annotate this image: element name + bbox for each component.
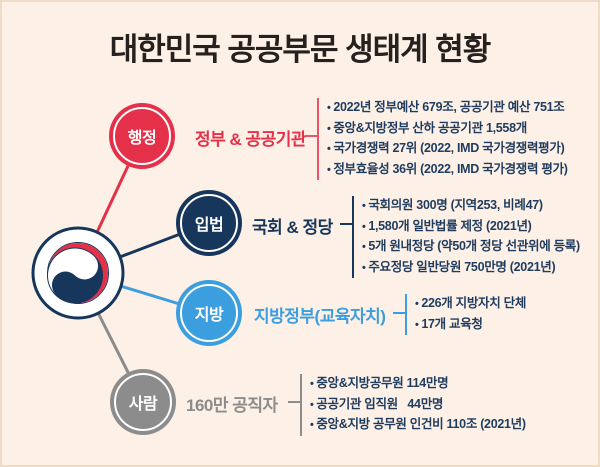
bullet-item: 중앙&지방정부 산하 공공기관 1,558개 <box>327 119 568 140</box>
node-ipbeop-label: 입법 <box>194 217 224 234</box>
bullet-item: 정부효율성 36위 (2022, IMD 국가경쟁력 평가) <box>327 160 568 181</box>
bracket-tick <box>393 312 405 314</box>
heading-jibang: 지방정부(교육자치) <box>254 307 386 326</box>
bullets-ipbeop: 국회의원 300명 (지역253, 비례47) 1,580개 일반법률 제정 (… <box>340 196 580 279</box>
bracket-tick <box>305 135 317 137</box>
bullet-item: 226개 지방자치 단체 <box>415 294 526 315</box>
bullet-item: 공공기관 임직원 44만명 <box>310 395 526 416</box>
bullets-jibang: 226개 지방자치 단체 17개 교육청 <box>393 294 526 336</box>
bullet-item: 주요정당 일반당원 750만명 (2021년) <box>362 258 580 279</box>
node-haengjeong-label: 행정 <box>127 130 157 147</box>
heading-haengjeong: 정부 & 공공기관 <box>195 130 307 149</box>
heading-saram: 160만 공직자 <box>186 396 278 415</box>
node-jibang-label: 지방 <box>194 307 224 324</box>
bullets-saram: 중앙&지방공무원 114만명 공공기관 임직원 44만명 중앙&지방 공무원 인… <box>288 374 526 436</box>
bullet-item: 국가경쟁력 27위 (2022, IMD 국가경쟁력평가) <box>327 139 568 160</box>
bullet-item: 중앙&지방 공무원 인건비 110조 (2021년) <box>310 415 526 436</box>
node-saram-label: 사람 <box>128 396 158 413</box>
bracket-tick <box>340 223 352 225</box>
bullet-item: 5개 원내정당 (약50개 정당 선관위에 등록) <box>362 237 580 258</box>
bullet-item: 국회의원 300명 (지역253, 비례47) <box>362 196 580 217</box>
bracket-tick <box>288 401 300 403</box>
node-haengjeong: 행정 <box>109 103 175 169</box>
page-title: 대한민국 공공부문 생태계 현황 <box>109 32 492 67</box>
bullet-item: 1,580개 일반법률 제정 (2021년) <box>362 217 580 238</box>
node-jibang: 지방 <box>176 280 242 346</box>
heading-ipbeop: 국회 & 정당 <box>252 218 333 237</box>
korea-government-emblem-icon <box>30 225 126 321</box>
node-saram: 사람 <box>110 369 176 435</box>
bullets-haengjeong: 2022년 정부예산 679조, 공공기관 예산 751조 중앙&지방정부 산하… <box>305 98 568 181</box>
node-ipbeop: 입법 <box>176 190 242 256</box>
bullet-item: 17개 교육청 <box>415 315 526 336</box>
bullet-item: 2022년 정부예산 679조, 공공기관 예산 751조 <box>327 98 568 119</box>
bullet-item: 중앙&지방공무원 114만명 <box>310 374 526 395</box>
